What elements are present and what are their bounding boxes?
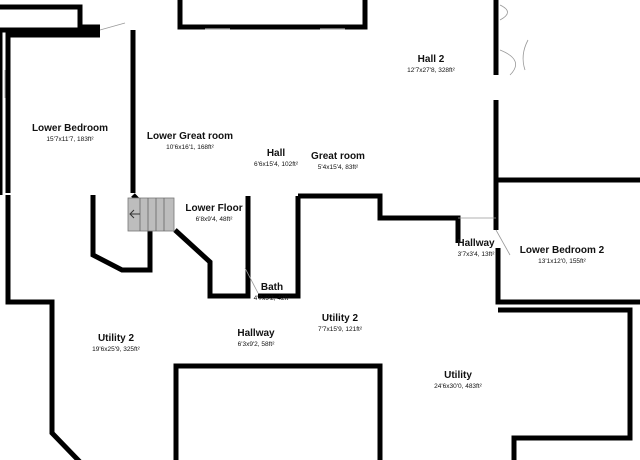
room-dimensions: 13'1x12'0, 155ft² [538,258,586,265]
room-name: Lower Bedroom 2 [519,245,605,256]
wall-bottom-center [173,363,383,460]
room-dimensions: 12'7x27'8, 328ft² [407,67,455,74]
wall-right-lower [498,307,633,460]
room-name: Bath [260,282,284,293]
room-label-lower-great-room: Lower Great room 10'6x16'1, 168ft² [147,131,233,152]
wall-bedroom-2-bottom [495,248,640,305]
room-dimensions: 5'4x15'4, 83ft² [317,164,359,171]
room-name: Hallway [237,328,275,339]
room-dimensions: 7'7x15'9, 121ft² [317,326,363,333]
room-dimensions: 4'7x9'2, 42ft² [253,295,291,302]
room-dimensions: 19'6x25'9, 325ft² [92,346,140,353]
room-label-utility: Utility 24'6x30'0, 483ft² [434,370,482,391]
room-label-hallway: Hallway 6'3x9'2, 58ft² [237,328,274,349]
wall-left-exterior [5,195,82,460]
room-label-great-room: Great room 5'4x15'4, 83ft² [311,151,365,172]
room-label-utility-2-center: Utility 2 7'7x15'9, 121ft² [318,313,362,334]
room-label-lower-bedroom-2: Lower Bedroom 2 13'1x12'0, 155ft² [520,245,604,266]
room-name: Utility [444,370,472,381]
room-name: Hallway [457,238,495,249]
staircase [127,197,175,232]
room-name: Lower Great room [146,131,234,142]
room-dimensions: 10'6x16'1, 168ft² [166,144,214,151]
wall-bath [258,196,301,299]
doors-and-openings [4,4,529,294]
room-name: Utility 2 [97,333,135,344]
room-label-lower-bedroom: Lower Bedroom 15'7x11'7, 183ft² [32,123,108,144]
room-name: Utility 2 [321,313,359,324]
wall-lower-bedroom-inner [5,32,100,193]
room-label-hall-2: Hall 2 12'7x27'8, 328ft² [407,54,455,75]
room-label-lower-floor: Lower Floor 6'8x9'4, 48ft² [185,203,242,224]
wall-lower-bedroom [0,27,100,195]
wall-top-center [177,0,368,30]
room-name: Lower Bedroom [31,123,109,134]
room-name: Hall 2 [417,54,445,65]
room-label-hallway-small: Hallway 3'7x3'4, 13ft² [457,238,494,259]
room-name: Great room [311,151,365,162]
room-dimensions: 3'7x3'4, 13ft² [457,251,495,258]
room-label-bath: Bath 4'7x9'2, 42ft² [254,282,291,303]
room-name: Hall [266,148,286,159]
room-dimensions: 24'6x30'0, 483ft² [434,383,482,390]
room-dimensions: 6'3x9'2, 58ft² [237,341,275,348]
room-dimensions: 15'7x11'7, 183ft² [46,136,94,143]
wall-top-left [0,4,100,30]
room-name: Lower Floor [185,203,243,214]
room-dimensions: 6'8x9'4, 48ft² [195,216,233,223]
stair-treads [127,197,175,232]
room-label-utility-2-left: Utility 2 19'6x25'9, 325ft² [92,333,140,354]
wall-lower-floor [173,196,251,299]
wall-hall-partition [298,193,461,243]
room-dimensions: 6'6x15'4, 102ft² [253,161,299,168]
room-label-hall: Hall 6'6x15'4, 102ft² [254,148,298,169]
left-arrow-icon [129,209,140,219]
